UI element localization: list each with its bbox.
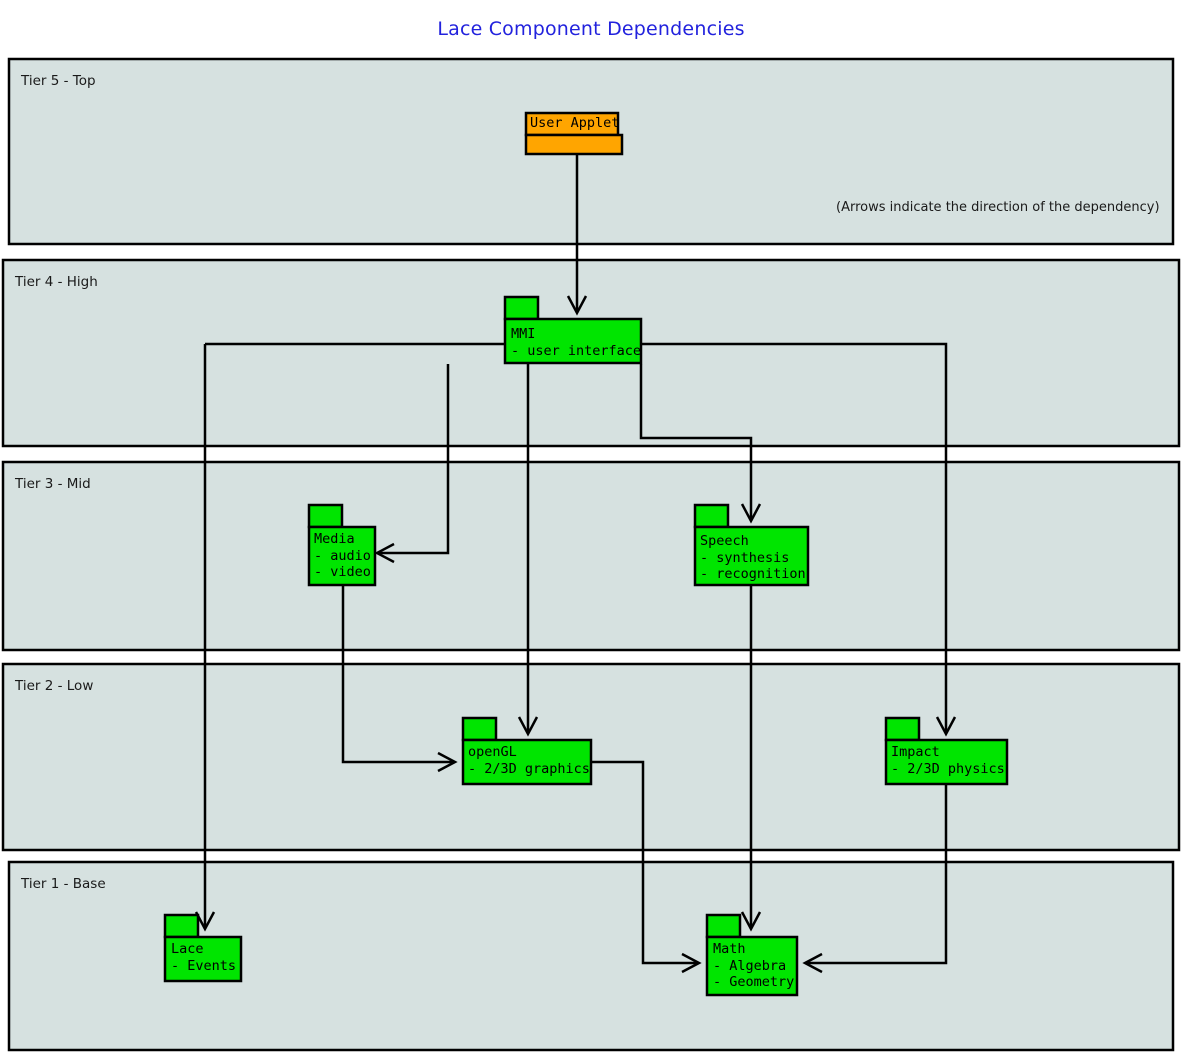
dependency-arrowhead-speech-to-math <box>740 911 762 932</box>
component-media[interactable] <box>307 503 377 587</box>
tier-label-tier3: Tier 3 - Mid <box>15 476 91 492</box>
component-body-speech <box>693 525 810 587</box>
dependency-arrowhead-mmi-to-impact <box>935 716 957 737</box>
dependency-arrowhead-mmi-to-opengl <box>517 716 539 737</box>
component-opengl[interactable] <box>461 716 593 786</box>
dependency-line-mmi-to-speech <box>639 364 753 521</box>
dependency-arrowhead-mmi-to-media <box>374 542 395 564</box>
dependency-mmi-to-media <box>374 364 450 564</box>
tier-label-tier4: Tier 4 - High <box>15 274 98 290</box>
component-mmi[interactable] <box>503 295 643 365</box>
component-tab-opengl <box>461 716 498 742</box>
component-body-impact <box>884 738 1009 786</box>
component-user-applet[interactable] <box>524 111 624 156</box>
tier-label-tier1: Tier 1 - Base <box>21 876 106 892</box>
component-impact[interactable] <box>884 716 1009 786</box>
dependency-user-applet-to-mmi <box>566 154 588 316</box>
component-body-opengl <box>461 738 593 786</box>
component-tab-math <box>705 913 742 939</box>
dependency-arrowhead-opengl-to-math <box>681 952 702 974</box>
component-lace[interactable] <box>163 913 243 983</box>
tier-band-tier3 <box>1 460 1181 652</box>
dependency-opengl-to-math <box>591 760 702 974</box>
dependency-arrowhead-user-applet-to-mmi <box>566 295 588 316</box>
tier-band-tier4 <box>1 258 1181 448</box>
dependency-media-to-opengl <box>341 585 458 773</box>
component-body-math <box>705 935 799 997</box>
tier-bands-layer <box>1 57 1181 1052</box>
dependency-line-impact-to-math <box>805 784 948 965</box>
component-body-lace <box>163 935 243 983</box>
dependency-line-opengl-to-math <box>591 760 699 965</box>
tier-label-tier5: Tier 5 - Top <box>21 73 96 89</box>
component-tab-mmi <box>503 295 540 321</box>
dependency-arrowhead-media-to-opengl <box>437 751 458 773</box>
dependency-edges-layer <box>194 154 957 974</box>
dependency-line-mmi-to-media <box>377 364 450 555</box>
dependency-speech-to-math <box>740 585 762 932</box>
component-tab-user-applet <box>524 111 620 137</box>
component-tab-lace <box>163 913 200 939</box>
dependency-line-mmi-to-impact <box>641 342 948 734</box>
component-tab-media <box>307 503 344 529</box>
dependency-mmi-to-impact <box>641 342 957 737</box>
dependency-arrowhead-impact-to-math <box>802 952 823 974</box>
dependency-line-media-to-opengl <box>341 585 455 764</box>
component-body-media <box>307 525 377 587</box>
component-body-mmi <box>503 317 643 365</box>
arrow-direction-note: (Arrows indicate the direction of the de… <box>836 200 1160 215</box>
component-nodes-layer <box>163 111 1009 997</box>
dependency-mmi-to-speech <box>639 364 762 524</box>
component-math[interactable] <box>705 913 799 997</box>
component-speech[interactable] <box>693 503 810 587</box>
dependency-mmi-to-opengl <box>517 364 539 737</box>
tier-label-tier2: Tier 2 - Low <box>15 678 94 694</box>
component-body-user-applet <box>524 133 624 156</box>
page-title: Lace Component Dependencies <box>437 18 745 40</box>
component-tab-impact <box>884 716 921 742</box>
dependency-arrowhead-mmi-to-speech <box>740 503 762 524</box>
component-tab-speech <box>693 503 730 529</box>
dependency-impact-to-math <box>802 784 948 974</box>
